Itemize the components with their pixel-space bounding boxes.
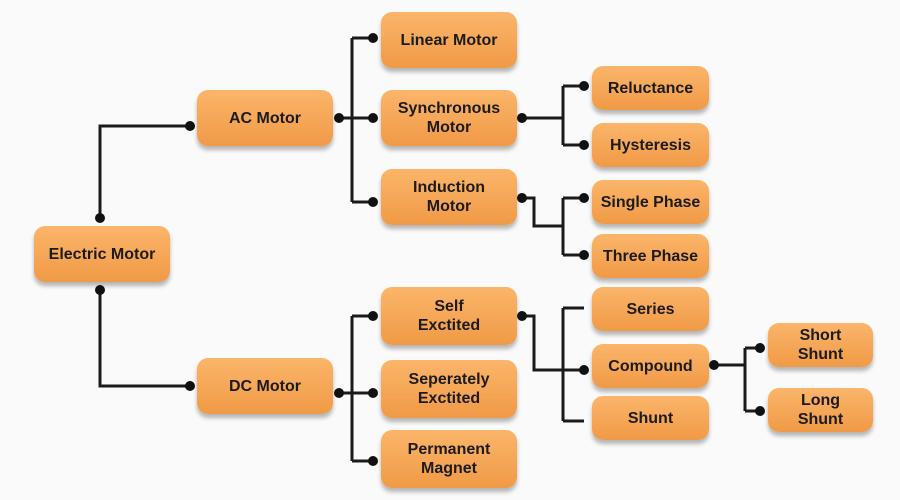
connector-dot (185, 381, 195, 391)
connector-dot (517, 113, 527, 123)
node-three-phase: Three Phase (592, 234, 709, 278)
connector-dot (517, 311, 527, 321)
connector-dot (709, 360, 719, 370)
node-synchronous-motor: Synchronous Motor (381, 90, 517, 146)
node-long-shunt: Long Shunt (768, 388, 873, 432)
node-hysteresis: Hysteresis (592, 123, 709, 167)
connector-dot (579, 193, 589, 203)
connector-dot (368, 197, 378, 207)
node-linear-motor: Linear Motor (381, 12, 517, 68)
connector-dot (579, 81, 589, 91)
connector-dot (368, 388, 378, 398)
connector-dot (95, 285, 105, 295)
connector-electric-to-dc (98, 290, 190, 388)
node-separately-excited: Seperately Exctited (381, 360, 517, 418)
node-compound: Compound (592, 344, 709, 388)
connector-dot (755, 406, 765, 416)
connector-dot (185, 121, 195, 131)
connector-electric-to-ac (98, 124, 190, 218)
connector-dot (368, 33, 378, 43)
connector-dot (579, 140, 589, 150)
node-reluctance: Reluctance (592, 66, 709, 110)
node-permanent-magnet: Permanent Magnet (381, 430, 517, 488)
node-shunt: Shunt (592, 396, 709, 440)
node-ac-motor: AC Motor (197, 90, 333, 146)
connector-dot (579, 250, 589, 260)
node-induction-motor: Induction Motor (381, 169, 517, 225)
node-self-excited: Self Exctited (381, 287, 517, 345)
node-series: Series (592, 287, 709, 331)
connector-dot (517, 193, 527, 203)
connector-dot (755, 343, 765, 353)
connector-dot (95, 213, 105, 223)
connector-dot (368, 311, 378, 321)
connector-self-stem (522, 314, 563, 372)
connector-dot (334, 388, 344, 398)
connector-dot (368, 113, 378, 123)
connector-dot (579, 365, 589, 375)
connector-dot (368, 456, 378, 466)
node-electric-motor: Electric Motor (34, 226, 170, 282)
node-short-shunt: Short Shunt (768, 323, 873, 367)
node-single-phase: Single Phase (592, 180, 709, 224)
node-dc-motor: DC Motor (197, 358, 333, 414)
connector-dot (334, 113, 344, 123)
connector-induction-stem (522, 196, 563, 228)
